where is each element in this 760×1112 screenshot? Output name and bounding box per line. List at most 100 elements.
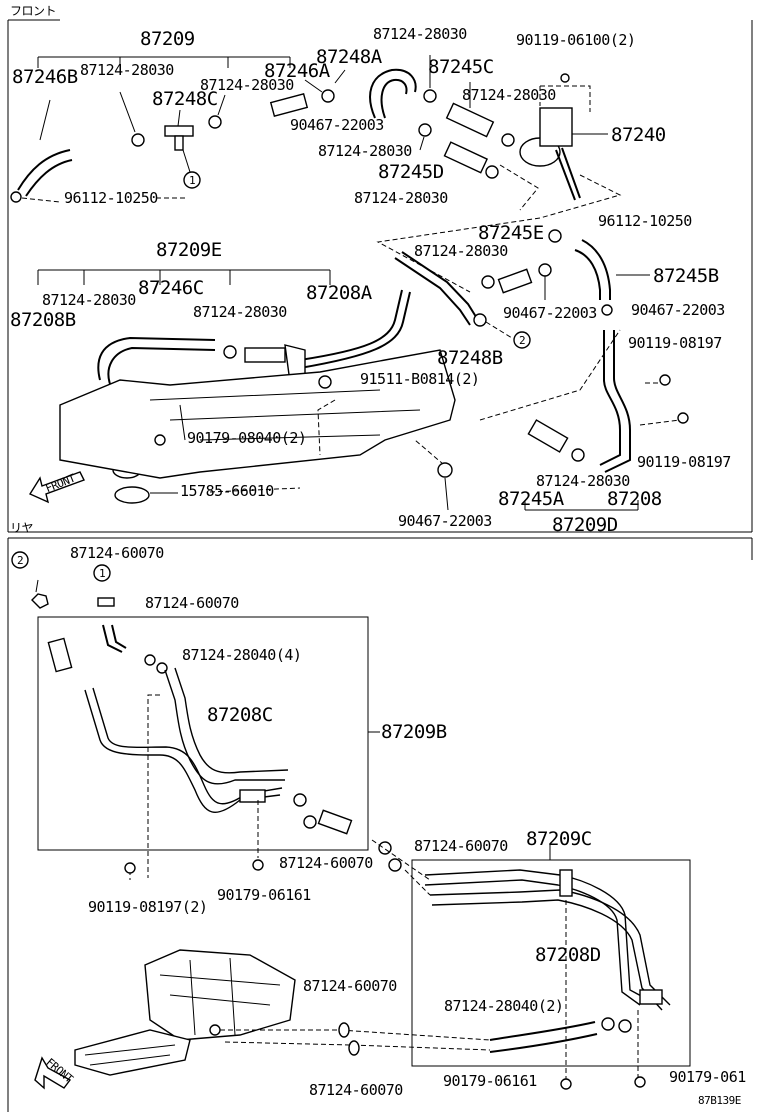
part-label: 90119-08197: [628, 334, 722, 352]
marker-1-text: 1: [189, 174, 196, 187]
part-label: 90119-08197: [637, 453, 731, 471]
part-label: 87209E: [156, 239, 222, 261]
part-label: 90179-06161: [217, 886, 311, 904]
part-label: 87124-60070: [303, 977, 397, 995]
pipe-87208a: [394, 257, 471, 326]
part-label: 87208: [607, 488, 662, 510]
part-label: 87208B: [10, 309, 76, 331]
clamp-icon: [338, 1022, 350, 1038]
rear-section-frame: [7, 537, 753, 1112]
part-label: 87124-28030: [414, 242, 508, 260]
clamp-icon: [223, 345, 237, 359]
dash-outline: [209, 329, 621, 493]
part-label: 87245B: [653, 265, 719, 287]
hose-small: [317, 809, 353, 835]
part-label: 87124-60070: [414, 837, 508, 855]
clamp-icon: [501, 133, 515, 147]
bolt-icon: [124, 862, 136, 874]
clamp-icon: [348, 1040, 360, 1056]
section-rear-label: リヤ: [10, 521, 34, 535]
hose-87246b-edge: [25, 159, 73, 197]
part-label: 87124-28030: [42, 291, 136, 309]
part-label: 87124-28030: [462, 86, 556, 104]
part-label: 87240: [611, 124, 666, 146]
pipe-87208d: [424, 869, 646, 999]
dash-outline: [376, 164, 622, 293]
part-label: 87124-28030: [193, 303, 287, 321]
bracket-87209d: [524, 500, 639, 511]
marker-1-text: 1: [99, 567, 106, 580]
part-label: 87209C: [526, 828, 592, 850]
part-label: 87124-28030: [373, 25, 467, 43]
part-label: 87245C: [428, 56, 494, 78]
hose-87246a: [269, 92, 309, 118]
part-label: 87245D: [378, 161, 444, 183]
pipe-87208c: [84, 689, 281, 813]
part-label: 90119-06100(2): [516, 31, 636, 49]
box-87209c: [411, 859, 691, 1067]
bracket-87209: [37, 56, 291, 68]
gasket-15785: [114, 486, 150, 504]
part-label: 87246B: [12, 66, 78, 88]
part-label: 87248B: [437, 347, 503, 369]
marker-circle-1: [93, 564, 111, 582]
clamp-icon: [378, 841, 392, 855]
image-code: 87B139E: [698, 1094, 741, 1107]
clamp-icon: [303, 815, 317, 829]
hose-87245c: [445, 102, 495, 138]
clamp-icon: [481, 275, 495, 289]
clamp-icon: [418, 123, 432, 137]
part-label: 90467-22003: [631, 301, 725, 319]
part-label: 96112-10250: [598, 212, 692, 230]
pipe-87208: [599, 330, 621, 466]
part-label: 15785-66010: [180, 482, 274, 500]
part-label: 87246C: [138, 277, 204, 299]
part-label: 90179-08040(2): [187, 429, 307, 447]
part-label: 87245A: [498, 488, 564, 510]
part-label: 87124-60070: [279, 854, 373, 872]
part-label: 90179-061: [669, 1068, 746, 1086]
hose-small: [47, 637, 73, 673]
marker-2-text: 2: [17, 554, 24, 567]
part-label: 87209D: [552, 514, 618, 536]
clamp-icon: [423, 89, 437, 103]
part-label: 87209B: [381, 721, 447, 743]
clip-icon: [10, 191, 22, 203]
part-label: 87124-28030: [536, 472, 630, 490]
part-label: 87208C: [207, 704, 273, 726]
part-label: 87124-28040(2): [444, 997, 564, 1015]
clamp-icon: [601, 1017, 615, 1031]
clamp-icon: [485, 165, 499, 179]
clamp-icon: [293, 793, 307, 807]
part-label: 87208D: [535, 944, 601, 966]
clamp-icon: [321, 89, 335, 103]
clip-icon: [601, 304, 613, 316]
clip-icon: [437, 462, 453, 478]
valve-bracket: [539, 107, 573, 147]
hose-87248a: [369, 68, 417, 119]
bolt-icon: [560, 73, 570, 83]
bolt-b-icon: [318, 375, 332, 389]
part-label: 87245E: [478, 222, 544, 244]
heater-unit: [59, 349, 456, 479]
front-section-frame: [7, 19, 753, 533]
clamp-bracket: [639, 989, 663, 1005]
marker-circle-2: [11, 551, 29, 569]
hose-87245b: [574, 249, 601, 300]
clamp-bracket: [239, 789, 266, 803]
clamp-icon: [388, 858, 402, 872]
hose-87246b: [17, 149, 71, 191]
part-label: 87124-60070: [309, 1081, 403, 1099]
clamp-icon: [618, 1019, 632, 1033]
nut-icon: [560, 1078, 572, 1090]
clamp-icon: [97, 597, 115, 607]
front-arrow-icon: [28, 471, 85, 504]
rear-heater-unit: [144, 949, 296, 1041]
clip-icon: [209, 1024, 221, 1036]
clamp-icon: [131, 133, 145, 147]
clamp-icon: [571, 448, 585, 462]
part-label: 90467-22003: [503, 304, 597, 322]
nut-icon: [634, 1076, 646, 1088]
